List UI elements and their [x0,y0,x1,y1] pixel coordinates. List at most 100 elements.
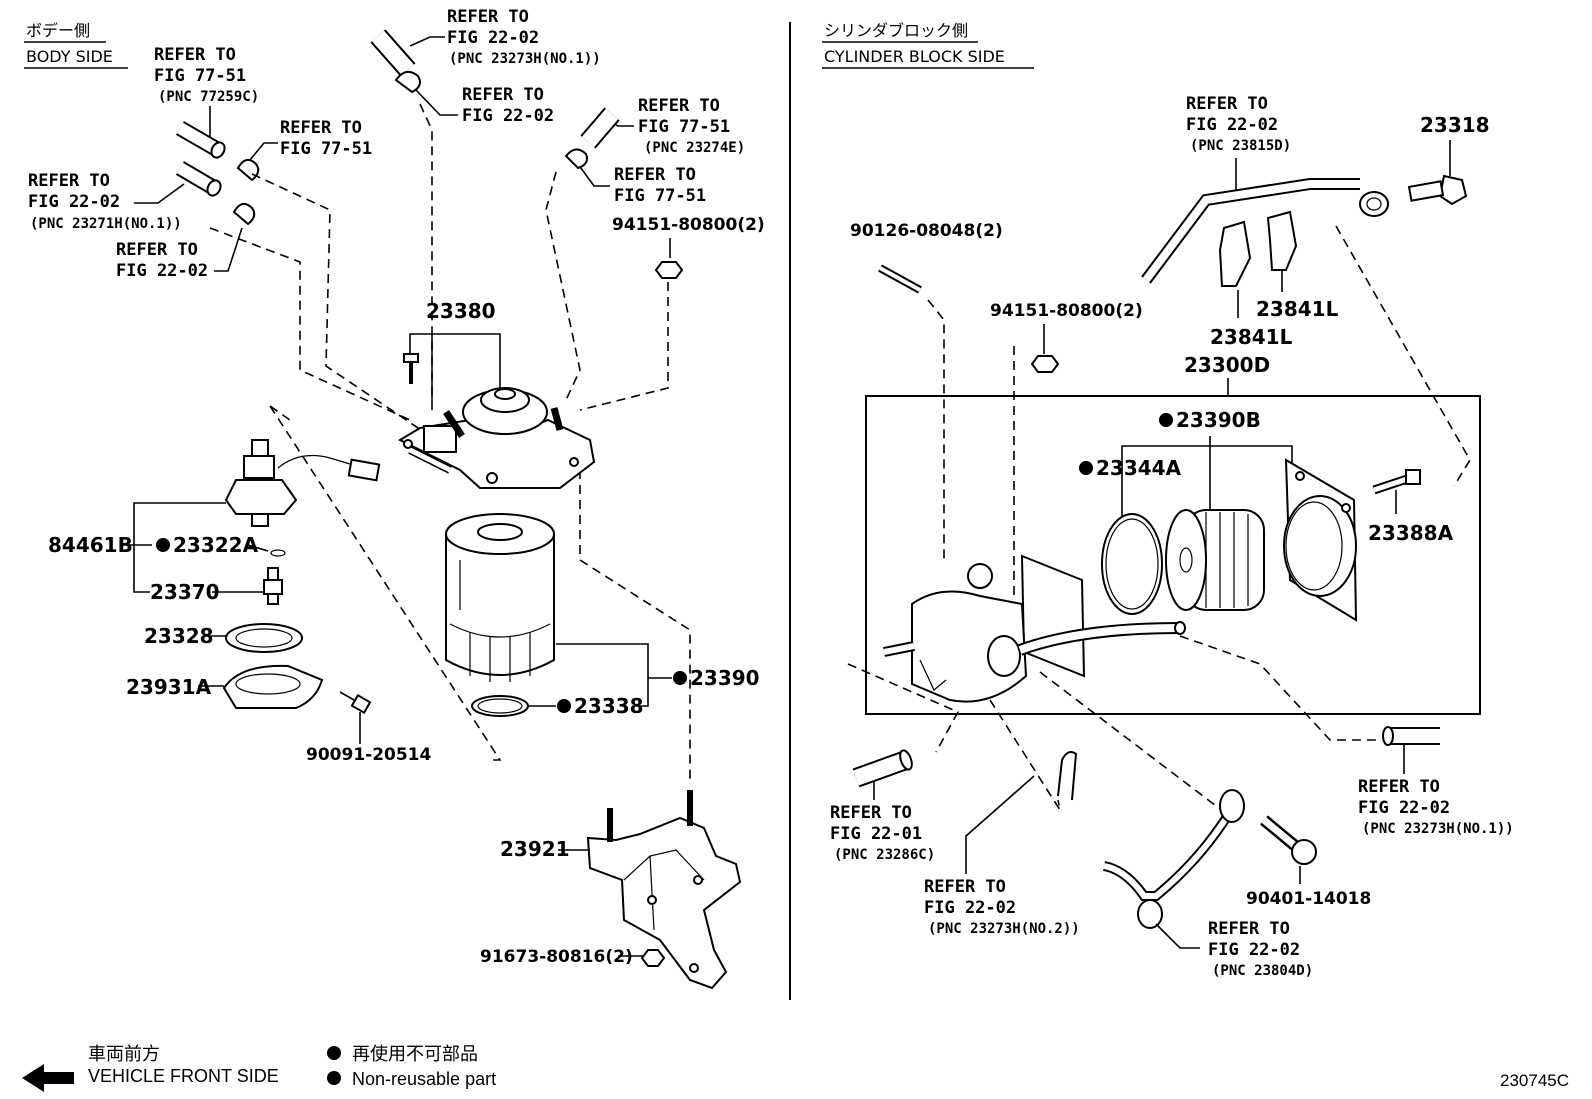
svg-text:23388A: 23388A [1368,521,1454,545]
svg-text:23390B: 23390B [1176,408,1261,432]
cylinder-side-header: シリンダブロック側 CYLINDER BLOCK SIDE [822,21,1034,69]
svg-text:REFER TO: REFER TO [830,803,912,823]
filter-element-23390b [1165,509,1265,611]
svg-text:車両前方: 車両前方 [88,1044,160,1064]
retainer-23931a [222,664,324,709]
bolt-90401-14018: 90401-14018 [1246,815,1371,909]
dash-stud [927,299,945,560]
ref-fig-22-02-pnc-23273h-no2: REFER TO FIG 22-02 (PNC 23273H(NO.2)) [924,775,1080,937]
svg-text:23380: 23380 [426,299,496,323]
figure-code: 230745C [1500,1071,1569,1090]
o-ring-23344a [1101,513,1163,615]
svg-text:23390: 23390 [690,666,760,690]
svg-text:REFER TO: REFER TO [614,165,696,185]
fuel-hose-pnc-23273h-top [370,29,421,94]
svg-text:(PNC 23286C): (PNC 23286C) [834,847,935,863]
non-reusable-legend: 再使用不可部品 Non-reusable part [327,1044,496,1089]
dash-hose-2 [251,173,431,437]
o-ring-23338 [471,695,529,717]
nut-94151-80800-left: 94151-80800(2) [612,215,765,279]
nut-94151-80800-right: 94151-80800(2) [990,301,1143,373]
drain-plug-23370 [263,567,283,605]
svg-text:23841L: 23841L [1256,297,1339,321]
ref-fig-22-02-pnc-23804d: REFER TO FIG 22-02 (PNC 23804D) [1155,919,1313,979]
body-side-label-en: BODY SIDE [26,47,113,66]
svg-text:REFER TO: REFER TO [638,96,720,116]
dash-filter-bracket [579,470,691,780]
svg-text:FIG 22-02: FIG 22-02 [1208,940,1300,960]
ref-fig-77-51-pnc-23274e: REFER TO FIG 77-51 (PNC 23274E) [601,96,745,156]
svg-text:FIG 22-02: FIG 22-02 [1186,115,1278,135]
svg-text:FIG 22-02: FIG 22-02 [447,28,539,48]
dash-nut [579,282,669,411]
svg-text:REFER TO: REFER TO [154,45,236,65]
body-side-header: ボデー側 BODY SIDE [24,21,128,69]
svg-text:再使用不可部品: 再使用不可部品 [352,1044,478,1064]
dash-hose-3 [419,103,433,400]
svg-text:REFER TO: REFER TO [116,240,198,260]
ref-fig-22-02-hose-clamp: REFER TO FIG 22-02 [415,85,554,126]
svg-text:REFER TO: REFER TO [462,85,544,105]
part-label-23338: 23338 [528,694,644,718]
svg-text:REFER TO: REFER TO [1358,777,1440,797]
dash-union-bolt [1335,225,1471,487]
ref-fig-22-02-pnc-23815d: REFER TO FIG 22-02 (PNC 23815D) [1186,94,1291,192]
part-label-23344a: 23344A [1079,456,1182,480]
dash-pipe-23286c [847,663,960,753]
dash-hose-1 [209,227,411,421]
svg-text:(PNC 23271H(NO.1)): (PNC 23271H(NO.1)) [30,216,182,232]
svg-text:90401-14018: 90401-14018 [1246,889,1371,909]
bracket-23921 [586,790,742,990]
svg-text:91673-80816(2): 91673-80816(2) [480,947,633,967]
dash-pipe-23804d [1039,671,1225,813]
fuel-hose-pnc-23274e [564,107,620,170]
dash-sensor-top [269,405,291,421]
svg-text:23344A: 23344A [1096,456,1182,480]
part-label-23328: 23328 [144,624,226,648]
fuel-filter-cartridge-23390 [445,513,555,682]
hose-pnc-23273h-no1-right [1382,726,1440,746]
hose-clamp-lower [232,202,256,226]
cylinder-side-label-en: CYLINDER BLOCK SIDE [824,47,1005,66]
svg-text:(PNC 23273H(NO.1)): (PNC 23273H(NO.1)) [1362,821,1514,837]
svg-text:90126-08048(2): 90126-08048(2) [850,221,1003,241]
part-label-23370: 23370 [150,580,264,604]
part-label-91673-80816: 91673-80816(2) [480,947,666,967]
vehicle-front-legend: 車両前方 VEHICLE FRONT SIDE [22,1044,279,1092]
dash-sensor-triangle [269,405,502,761]
part-label-90091-20514: 90091-20514 [306,712,432,765]
svg-text:(PNC 23815D): (PNC 23815D) [1190,138,1291,154]
part-label-23931a: 23931A [126,675,224,699]
svg-text:94151-80800(2): 94151-80800(2) [990,301,1143,321]
svg-text:23322A: 23322A [173,533,259,557]
svg-text:(PNC 77259C): (PNC 77259C) [158,89,259,105]
gasket-23328 [225,623,303,653]
part-label-23390: 23390 [556,643,760,707]
bolt-23388a: 23388A [1368,469,1454,545]
svg-text:84461B: 84461B [48,533,133,557]
cylinder-side-label-jp: シリンダブロック側 [824,21,968,40]
svg-text:FIG 22-02: FIG 22-02 [924,898,1016,918]
body-side-label-jp: ボデー側 [26,21,90,40]
svg-text:REFER TO: REFER TO [1186,94,1268,114]
svg-text:23370: 23370 [150,580,220,604]
svg-text:REFER TO: REFER TO [1208,919,1290,939]
svg-text:Non-reusable part: Non-reusable part [352,1069,496,1089]
svg-text:(PNC 23273H(NO.1)): (PNC 23273H(NO.1)) [449,51,601,67]
clamp-23841l-a: 23841L [1210,220,1293,349]
water-level-sensor-84461b [224,439,381,527]
filter-cover [1283,458,1358,622]
svg-text:23328: 23328 [144,624,214,648]
svg-text:FIG 77-51: FIG 77-51 [638,117,730,137]
svg-text:23318: 23318 [1420,113,1490,137]
dash-hose-4 [545,171,581,401]
svg-text:REFER TO: REFER TO [280,118,362,138]
front-arrow-icon [22,1064,74,1092]
fuel-pipe-23815d [1141,178,1389,284]
svg-text:FIG 77-51: FIG 77-51 [154,66,246,86]
fuel-filter-head-23380 [397,387,596,489]
dash-hose-23273h-no2 [989,699,1061,811]
part-label-23921: 23921 [500,837,590,861]
stud-90126-08048: 90126-08048(2) [850,221,1003,294]
